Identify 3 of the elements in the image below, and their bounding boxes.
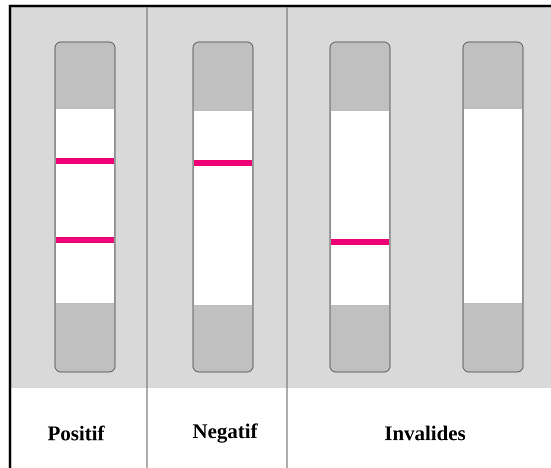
strip-result-label: Negatif bbox=[192, 423, 258, 443]
strip-result-label: Positif bbox=[48, 426, 105, 440]
strip-result-label: Invalides bbox=[385, 426, 466, 440]
